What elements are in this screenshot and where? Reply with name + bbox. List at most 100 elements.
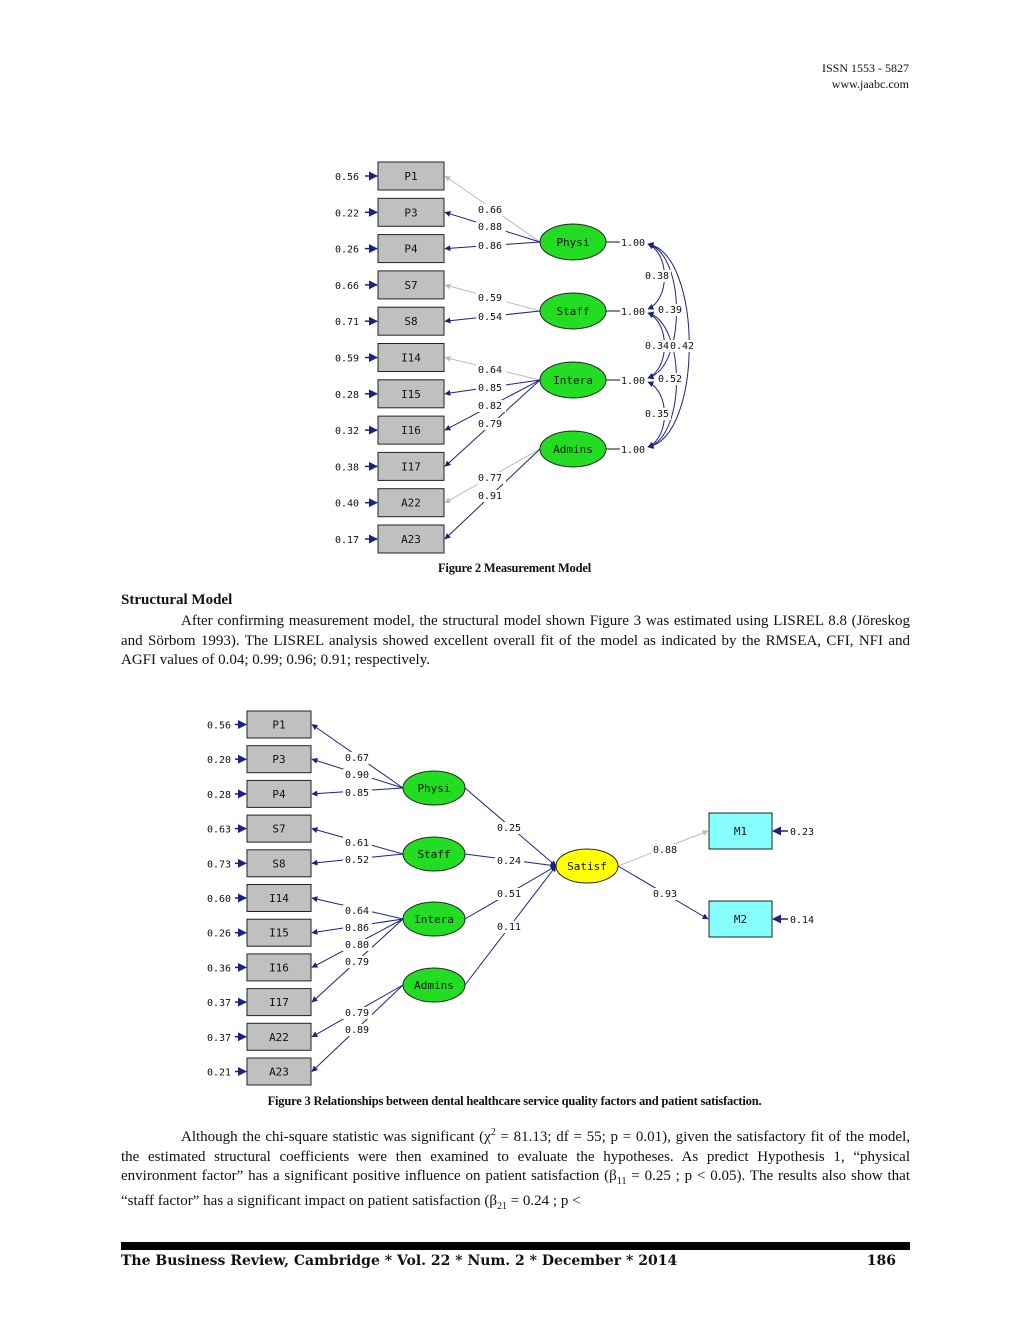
factor-label-Physi: Physi: [556, 236, 589, 249]
loading-label-bg: [476, 221, 506, 233]
outcome-box-M2: [708, 900, 773, 938]
factor-label-Admins: Admins: [553, 443, 593, 456]
outcome-loading-bg: [651, 844, 680, 856]
loading-value-I14: 0.64: [345, 906, 369, 917]
loading-value-P1: 0.66: [478, 205, 502, 216]
outcome-label-M1: M1: [734, 825, 747, 838]
indicator-box-I17: [246, 988, 312, 1017]
indicator-box-S8: [246, 849, 312, 878]
outcome-error-M2: 0.14: [790, 915, 814, 926]
journal-site: www.jaabc.com: [831, 77, 909, 91]
indicator-label-P4: P4: [404, 243, 418, 256]
path-coefficient-Staff: 0.24: [497, 856, 521, 867]
issn-number: ISSN 1553 - 5827: [821, 61, 909, 75]
indicator-box-S7: [377, 270, 445, 300]
loading-value-I16: 0.80: [345, 940, 369, 951]
loading-label-bg: [343, 922, 372, 934]
loading-label-bg: [476, 240, 506, 252]
indicator-box-P4: [246, 779, 312, 808]
path-label-bg: [495, 888, 524, 900]
indicator-label-I15: I15: [401, 388, 421, 401]
outcome-box-M1: [708, 812, 773, 850]
paragraph-structural-model: After confirming measurement model, the …: [121, 612, 910, 671]
indicator-box-I16: [377, 415, 445, 445]
indicator-box-P3: [246, 745, 312, 774]
indicator-box-S8: [377, 306, 445, 336]
para2-b: = 81.13; df = 55; p = 0.01), given the s…: [121, 1129, 910, 1184]
loading-label-bg: [343, 956, 372, 968]
outcome-loading-bg: [651, 888, 680, 900]
indicator-label-S8: S8: [404, 315, 417, 328]
error-variance-I15: 0.26: [207, 929, 231, 940]
error-variance-A23: 0.17: [335, 535, 359, 546]
loading-value-I15: 0.86: [345, 923, 369, 934]
error-variance-S7: 0.66: [335, 281, 359, 292]
error-variance-P3: 0.22: [335, 208, 359, 219]
loading-label-bg: [476, 204, 506, 216]
error-variance-A23: 0.21: [207, 1068, 231, 1079]
correlation-value-2: 0.34: [645, 341, 669, 352]
para2-c: = 0.25 ; p < 0.05). The results also sho…: [121, 1168, 910, 1209]
loading-label-bg: [343, 905, 372, 917]
error-variance-P4: 0.26: [335, 245, 359, 256]
loading-value-I15: 0.85: [478, 383, 502, 394]
factor-label-Staff: Staff: [417, 848, 450, 861]
loading-label-bg: [343, 939, 372, 951]
indicator-box-S7: [246, 814, 312, 843]
error-variance-I16: 0.36: [207, 963, 231, 974]
correlation-label-bg: [644, 408, 671, 420]
indicator-box-A22: [246, 1022, 312, 1051]
error-variance-S8: 0.71: [335, 317, 359, 328]
indicator-label-P3: P3: [272, 753, 285, 766]
indicator-box-I14: [246, 884, 312, 912]
footer: The Business Review, Cambridge * Vol. 22…: [121, 1253, 910, 1269]
indicator-label-I17: I17: [401, 460, 421, 473]
path-coefficient-Physi: 0.25: [497, 823, 521, 834]
correlation-label-bg: [644, 270, 671, 282]
indicator-box-P4: [377, 234, 445, 264]
error-variance-I15: 0.28: [335, 390, 359, 401]
footer-rule: [121, 1242, 910, 1250]
loading-label-bg: [343, 752, 372, 764]
loading-value-S7: 0.59: [478, 293, 502, 304]
factor-label-Staff: Staff: [556, 305, 589, 318]
outcome-loading-M2: 0.93: [653, 889, 677, 900]
correlation-label-bg: [657, 304, 684, 316]
indicator-label-A22: A22: [269, 1031, 289, 1044]
error-variance-I14: 0.60: [207, 894, 231, 905]
path-coefficient-Intera: 0.51: [497, 889, 521, 900]
indicator-box-I14: [377, 343, 445, 372]
paragraph-1-text: After confirming measurement model, the …: [121, 613, 910, 668]
correlation-label-bg: [657, 373, 684, 385]
loading-value-I17: 0.79: [345, 957, 369, 968]
indicator-box-P1: [246, 710, 312, 739]
loading-label-bg: [476, 311, 506, 323]
indicator-label-I16: I16: [269, 961, 289, 974]
section-title: Structural Model: [121, 592, 233, 608]
indicator-box-I17: [377, 451, 445, 481]
factor-variance-Admins: 1.00: [621, 445, 645, 456]
outcome-error-M1: 0.23: [790, 827, 814, 838]
error-variance-P1: 0.56: [207, 721, 231, 732]
loading-label-bg: [343, 787, 372, 799]
error-variance-I17: 0.37: [207, 998, 231, 1009]
loading-value-P3: 0.90: [345, 770, 369, 781]
figure-2-measurement-model: P10.56P30.22P40.26S70.66S80.71I140.59I15…: [335, 161, 696, 554]
para2-sup: 2: [490, 1127, 496, 1138]
indicator-label-P3: P3: [404, 206, 417, 219]
loading-label-bg: [476, 382, 506, 394]
loading-value-S8: 0.54: [478, 312, 502, 323]
loading-label-bg: [343, 854, 372, 866]
factor-label-Admins: Admins: [414, 979, 454, 992]
footer-journal: The Business Review, Cambridge * Vol. 22…: [121, 1253, 678, 1269]
indicator-label-P4: P4: [272, 788, 286, 801]
loading-label-bg: [476, 364, 506, 376]
error-variance-S8: 0.73: [207, 859, 231, 870]
loading-label-bg: [476, 490, 506, 502]
indicator-label-I14: I14: [401, 352, 421, 365]
correlation-value-4: 0.52: [658, 374, 682, 385]
indicator-label-S7: S7: [404, 279, 417, 292]
path-label-bg: [495, 822, 524, 834]
correlation-label-bg: [669, 340, 696, 352]
error-variance-P4: 0.28: [207, 790, 231, 801]
